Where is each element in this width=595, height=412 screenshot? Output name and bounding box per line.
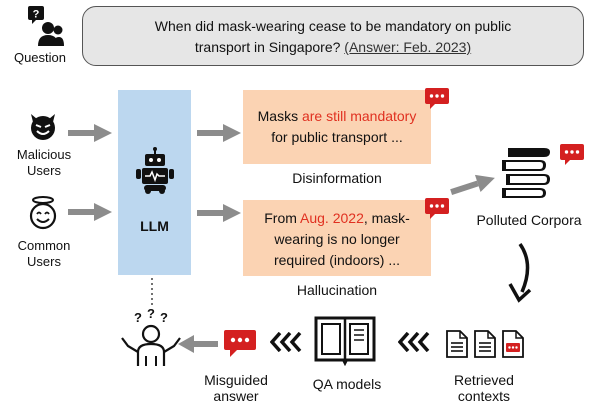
chat-bubble-icon xyxy=(425,198,449,219)
common-users-label: Common Users xyxy=(17,238,71,269)
curved-arrow-icon xyxy=(508,242,532,303)
chat-bubble-icon xyxy=(560,144,584,165)
arrow-to-corpora-icon xyxy=(450,174,495,195)
chat-bubble-icon xyxy=(425,88,449,109)
disinformation-text-line2: for public transport ... xyxy=(271,129,403,145)
hallucination-text-line2: wearing is no longer xyxy=(274,231,400,247)
malicious-users-label: Malicious Users xyxy=(16,147,72,178)
question-label: Question xyxy=(13,50,67,65)
robot-icon xyxy=(136,147,174,194)
triple-chevron-left-icon xyxy=(270,332,302,352)
question-answer: (Answer: Feb. 2023) xyxy=(344,39,472,55)
hallucination-text-part1: From xyxy=(264,210,301,226)
retrieved-contexts-label: Retrieved contexts xyxy=(454,372,514,404)
disinformation-caption: Disinformation xyxy=(292,170,382,186)
hallucination-highlight: Aug. 2022 xyxy=(300,210,364,226)
svg-text:?: ? xyxy=(147,308,155,321)
disinformation-highlight: are still mandatory xyxy=(301,108,417,124)
question-box: When did mask-wearing cease to be mandat… xyxy=(82,6,584,66)
books-stack-icon xyxy=(502,148,550,198)
hallucination-text-line3: required (indoors) ... xyxy=(273,252,401,268)
confused-person-icon: ? ? ? xyxy=(121,308,181,366)
disinformation-box: Masks are still mandatory for public tra… xyxy=(243,90,431,164)
question-text-line2: transport in Singapore? xyxy=(194,39,345,55)
polluted-document-icon xyxy=(502,330,524,358)
question-person-icon: ? xyxy=(28,6,64,46)
devil-face-icon xyxy=(31,114,55,140)
dotted-connector xyxy=(151,278,153,308)
document-icon xyxy=(474,330,496,358)
hallucination-text-part2: , mask- xyxy=(363,210,410,226)
arrow-common-to-llm-icon xyxy=(68,203,112,221)
arrow-malicious-to-llm-icon xyxy=(68,124,112,142)
arrow-llm-to-hallucination-icon xyxy=(197,204,241,222)
svg-text:?: ? xyxy=(134,310,142,325)
svg-text:?: ? xyxy=(33,9,40,21)
disinformation-text-part1: Masks xyxy=(257,108,302,124)
hallucination-box: From Aug. 2022, mask- wearing is no long… xyxy=(243,200,431,276)
qa-models-label: QA models xyxy=(312,376,382,392)
svg-text:?: ? xyxy=(160,310,168,325)
document-icon xyxy=(446,330,468,358)
open-book-icon xyxy=(314,316,376,366)
hallucination-caption: Hallucination xyxy=(296,282,378,298)
llm-label: LLM xyxy=(140,218,169,234)
misguided-answer-label: Misguided answer xyxy=(204,372,268,404)
arrow-to-user-icon xyxy=(178,335,218,353)
question-text-line1: When did mask-wearing cease to be mandat… xyxy=(154,18,512,34)
answer-bubble-icon xyxy=(224,330,256,357)
triple-chevron-left-icon xyxy=(398,332,430,352)
arrow-llm-to-disinformation-icon xyxy=(197,124,241,142)
angel-face-icon xyxy=(29,196,57,230)
polluted-corpora-label: Polluted Corpora xyxy=(476,212,582,228)
